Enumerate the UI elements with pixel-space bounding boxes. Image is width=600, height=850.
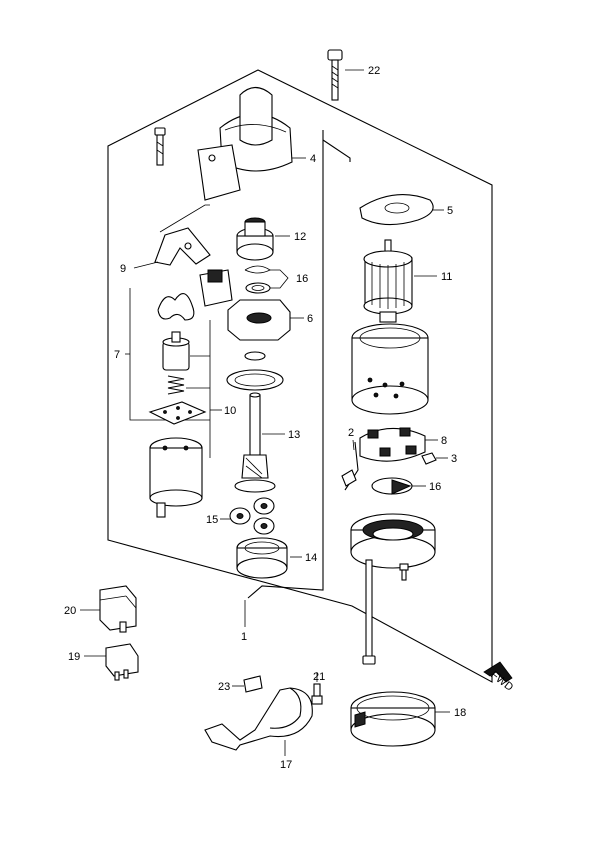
callout-14: 14: [305, 552, 317, 564]
gears-15: [229, 497, 275, 535]
callout-7: 7: [114, 349, 120, 361]
callout-12: 12: [294, 231, 306, 243]
fwd-label: FWD: [488, 669, 515, 694]
callout-5: 5: [447, 205, 453, 217]
wire-2: [341, 441, 359, 491]
callout-8: 8: [441, 435, 447, 447]
callout-17: 17: [280, 759, 292, 771]
leader-2: [352, 439, 355, 451]
callout-2: 2: [348, 427, 354, 439]
small-bolt: [154, 127, 166, 166]
assembly-boundary: [107, 69, 493, 683]
block-23: [243, 675, 263, 693]
box-9: [159, 204, 210, 233]
leader-9: [133, 261, 159, 269]
callout-19: 19: [68, 651, 80, 663]
callout-16b: 16: [429, 481, 441, 493]
relay-20: [99, 585, 137, 633]
washer: [244, 351, 266, 361]
small-screw: [399, 563, 409, 581]
spring-clip: [157, 293, 195, 321]
bracket-17: [204, 687, 313, 751]
solenoid-plunger: [162, 331, 190, 371]
callout-9: 9: [120, 263, 126, 275]
callout-4: 4: [310, 153, 316, 165]
callout-22: 22: [368, 65, 380, 77]
lever-9: [154, 227, 211, 266]
relay-19: [105, 643, 139, 681]
end-cover: [350, 513, 436, 569]
callout-10: 10: [224, 405, 236, 417]
shaft-13: [234, 392, 276, 493]
bolt-21: [311, 683, 323, 705]
gasket-10: [148, 401, 207, 425]
callout-20: 20: [64, 605, 76, 617]
callout-18: 18: [454, 707, 466, 719]
pinion-12: [236, 217, 274, 261]
inner-boundary: [247, 130, 324, 599]
callout-1: 1: [241, 631, 247, 643]
through-bolt: [362, 559, 376, 665]
band-18: [350, 691, 436, 747]
clip-16: [244, 265, 271, 294]
armature-11: [363, 239, 413, 323]
gasket-ring: [226, 369, 284, 391]
callout-13: 13: [288, 429, 300, 441]
callout-6: 6: [307, 313, 313, 325]
bolt-22: [327, 49, 343, 101]
ring-gear-14: [236, 537, 288, 579]
solenoid-body: [149, 437, 203, 518]
plate-16: [371, 477, 413, 495]
callout-15: 15: [206, 514, 218, 526]
callout-11: 11: [441, 271, 452, 283]
return-spring: [167, 375, 185, 395]
leader-16a: [270, 269, 289, 289]
fwd-arrow-icon: [483, 661, 513, 683]
callout-23: 23: [218, 681, 230, 693]
callout-21: 21: [313, 671, 325, 683]
housing-4: [197, 86, 293, 201]
field-frame: [351, 323, 429, 415]
callout-3: 3: [451, 453, 457, 465]
gear-housing-6: [227, 299, 291, 341]
callout-16a: 16: [296, 273, 308, 285]
solenoid-bracket: [199, 269, 233, 307]
inner-boundary-2: [322, 139, 351, 162]
nut-3: [421, 452, 437, 465]
plate-5: [359, 194, 434, 226]
brush-holder-8: [359, 427, 426, 462]
